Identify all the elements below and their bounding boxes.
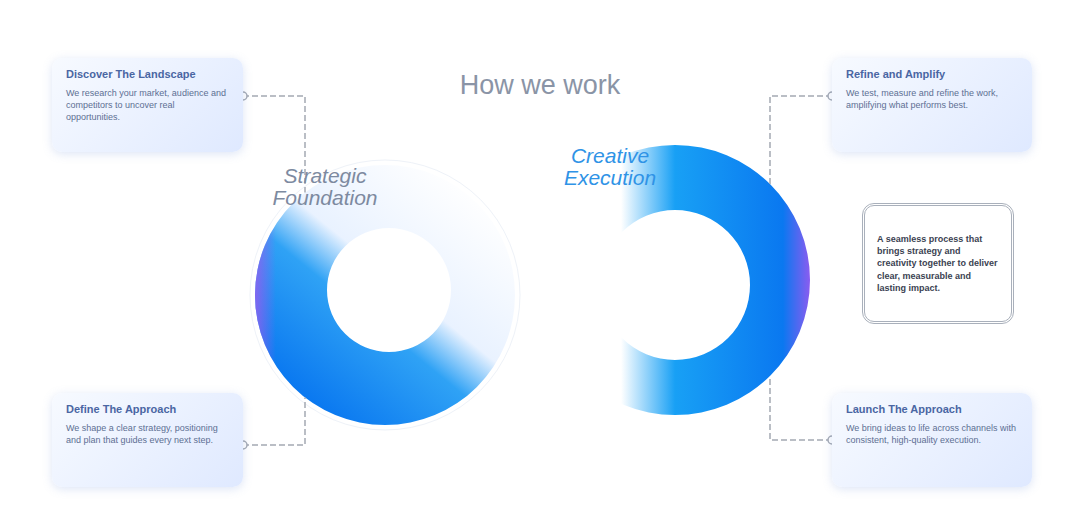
card-body: We research your market, audience and co… — [66, 87, 229, 123]
connector-line — [770, 376, 832, 440]
creative-ring — [540, 145, 810, 415]
strategic-ring-edge — [255, 165, 515, 425]
card-heading: Discover The Landscape — [66, 68, 229, 81]
card-heading: Define The Approach — [66, 403, 229, 416]
note-box: A seamless process that brings strategy … — [862, 203, 1014, 324]
note-text: A seamless process that brings strategy … — [877, 233, 999, 294]
dashed-connector — [239, 397, 305, 449]
dashed-connector — [770, 92, 836, 184]
card-heading: Refine and Amplify — [846, 68, 1018, 81]
phase-ring: Strategic Foundation — [255, 165, 515, 425]
card-body: We shape a clear strategy, positioning a… — [66, 422, 229, 446]
step-card: Refine and Amplify We test, measure and r… — [832, 58, 1032, 152]
ring-label: Strategic Foundation — [255, 165, 395, 209]
strategic-ring — [255, 165, 515, 425]
step-card: Discover The Landscape We research your m… — [52, 58, 243, 152]
card-heading: Launch The Approach — [846, 403, 1018, 416]
card-body: We test, measure and refine the work, am… — [846, 87, 1018, 111]
diagram-title: How we work — [340, 70, 740, 101]
step-card: Define The Approach We shape a clear stra… — [52, 393, 243, 487]
step-card: Launch The Approach We bring ideas to lif… — [832, 393, 1032, 487]
card-body: We bring ideas to life across channels w… — [846, 422, 1018, 446]
connector-line — [770, 96, 832, 184]
ring-label: Creative Execution — [540, 145, 680, 189]
phase-ring: Creative Execution — [540, 145, 810, 415]
dashed-connector — [770, 376, 836, 444]
connector-line — [243, 397, 305, 445]
ring-backdrop — [250, 160, 520, 430]
